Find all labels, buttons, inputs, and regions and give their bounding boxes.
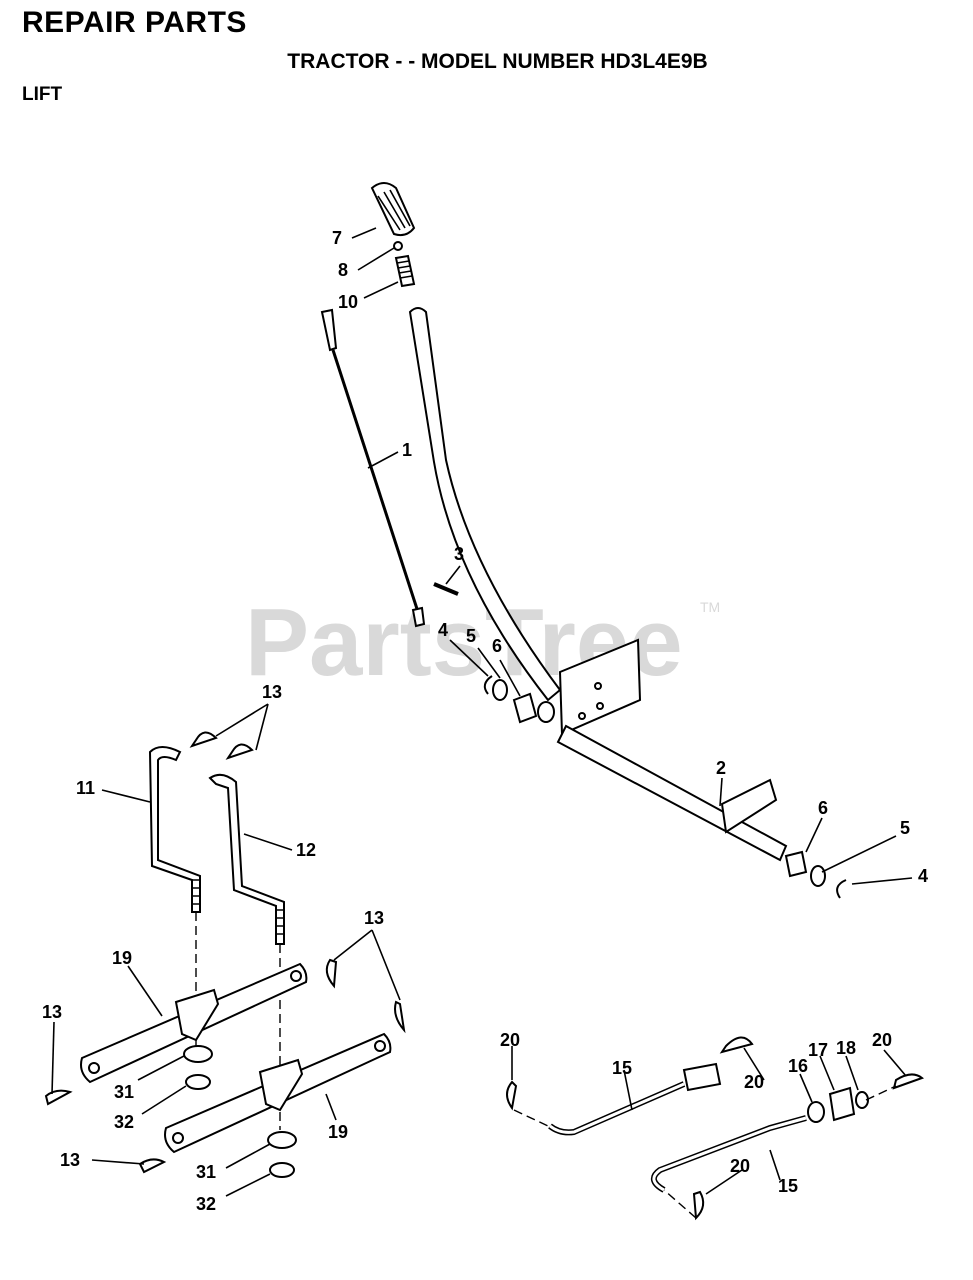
callout-7: 7	[332, 228, 342, 248]
retaining-ring-part-4[interactable]	[483, 675, 493, 695]
callout-13-bottom: 13	[60, 1150, 80, 1170]
hairpin-part-13-d[interactable]	[394, 1000, 406, 1034]
nut-part-16[interactable]	[807, 1101, 825, 1123]
callout-6: 6	[492, 636, 502, 656]
callout-19-upper: 19	[112, 948, 132, 968]
section-label: LIFT	[22, 84, 63, 105]
callout-11: 11	[76, 778, 95, 798]
spring-part-10[interactable]	[394, 254, 416, 288]
hairpin-part-13-c[interactable]	[325, 958, 338, 989]
callout-2: 2	[716, 758, 726, 778]
hairpin-part-20-b[interactable]	[719, 1036, 754, 1054]
watermark-trademark: TM	[700, 599, 720, 615]
hairpin-part-13-f[interactable]	[138, 1158, 167, 1174]
deck-rod-part-15-upper[interactable]	[548, 1062, 722, 1136]
callout-32-lower: 32	[196, 1194, 216, 1214]
trunnion-part-17[interactable]	[828, 1086, 856, 1122]
bushing-part-31-b[interactable]	[267, 1131, 297, 1149]
callout-31-lower: 31	[196, 1162, 216, 1182]
callout-32-upper: 32	[114, 1112, 134, 1132]
callout-16: 16	[788, 1056, 808, 1076]
bushing-part-6-right[interactable]	[784, 850, 808, 878]
callout-19-lower: 19	[328, 1122, 348, 1142]
washer-part-5[interactable]	[492, 679, 508, 701]
callout-12: 12	[296, 840, 316, 860]
hairpin-part-20-a[interactable]	[506, 1080, 518, 1111]
callout-13-top: 13	[262, 682, 282, 702]
hairpin-part-20-c[interactable]	[892, 1073, 925, 1090]
callout-13-right: 13	[364, 908, 384, 928]
callout-20-left: 20	[500, 1030, 520, 1050]
callout-20-right: 20	[872, 1030, 892, 1050]
nut-part-32-b[interactable]	[269, 1162, 295, 1178]
hairpin-part-13-b[interactable]	[225, 743, 254, 760]
pin-part-3[interactable]	[433, 582, 459, 596]
washer-part-18[interactable]	[855, 1091, 869, 1109]
bushing-part-6[interactable]	[512, 692, 538, 724]
callout-1: 1	[402, 440, 412, 460]
callout-8: 8	[338, 260, 348, 280]
callout-3: 3	[454, 544, 464, 564]
callout-10: 10	[338, 292, 358, 312]
lift-link-part-11[interactable]	[148, 746, 201, 913]
callout-4-right: 4	[918, 866, 928, 886]
hairpin-part-13-e[interactable]	[44, 1089, 73, 1106]
lift-rod-part-1[interactable]	[320, 308, 426, 628]
lift-arm-part-19-lower[interactable]	[164, 1032, 392, 1154]
model-subtitle: TRACTOR - - MODEL NUMBER HD3L4E9B	[287, 50, 708, 73]
bushing-part-31-a[interactable]	[183, 1045, 213, 1063]
hand-grip-part-7[interactable]	[370, 182, 416, 237]
callout-4: 4	[438, 620, 448, 640]
callout-17: 17	[808, 1040, 828, 1060]
page-title: REPAIR PARTS	[22, 6, 247, 39]
callout-5-right: 5	[900, 818, 910, 838]
callout-20-bottom: 20	[730, 1156, 750, 1176]
callout-18: 18	[836, 1038, 856, 1058]
retaining-ring-part-4-right[interactable]	[836, 879, 847, 899]
callout-15-upper: 15	[612, 1058, 632, 1078]
lift-link-part-12[interactable]	[208, 773, 285, 945]
callout-31-upper: 31	[114, 1082, 134, 1102]
deck-rod-part-15-lower[interactable]	[651, 1115, 807, 1193]
nut-part-32-a[interactable]	[185, 1074, 211, 1090]
callout-6-right: 6	[818, 798, 828, 818]
ball-part-8[interactable]	[393, 241, 403, 251]
hairpin-part-20-d[interactable]	[692, 1190, 705, 1221]
callout-20-mid: 20	[744, 1072, 764, 1092]
washer-part-5-right[interactable]	[810, 865, 826, 887]
callout-5: 5	[466, 626, 476, 646]
lift-arm-part-19-upper[interactable]	[80, 962, 308, 1084]
callout-13-left: 13	[42, 1002, 62, 1022]
hairpin-part-13-a[interactable]	[189, 731, 218, 748]
callout-15-lower: 15	[778, 1176, 798, 1196]
lift-shaft-part-2[interactable]	[408, 307, 788, 862]
